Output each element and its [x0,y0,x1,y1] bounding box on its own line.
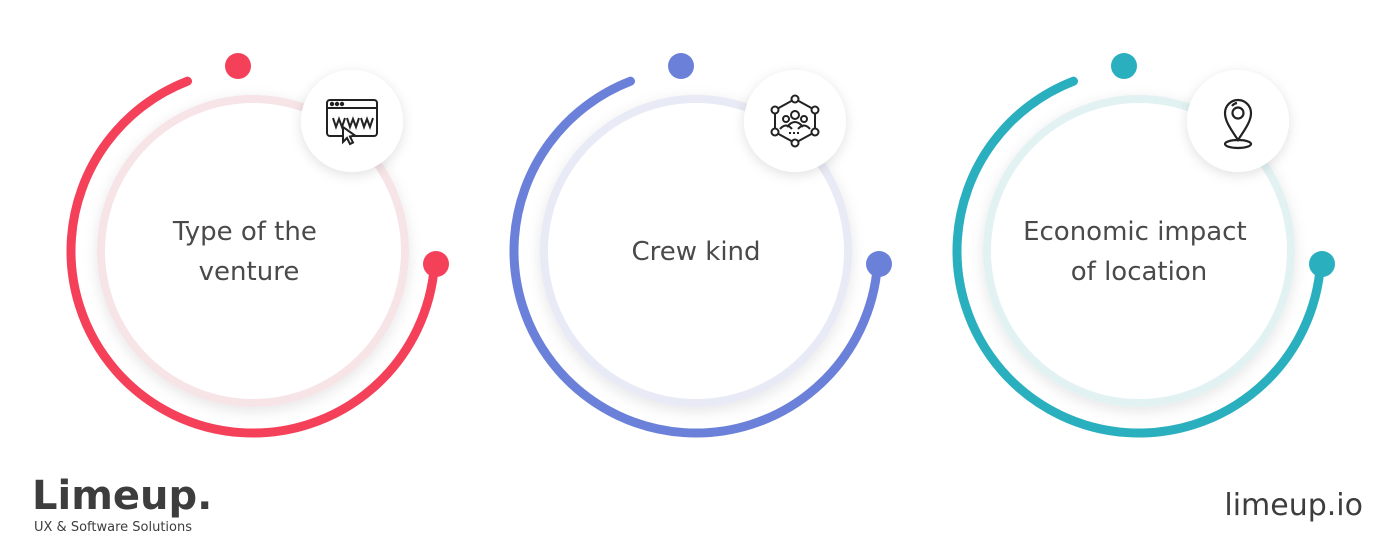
logo-wordmark: Limeup. [32,473,212,519]
end-dot-venture-type [423,251,449,277]
location-pin-icon-badge [1187,70,1289,172]
brand-logo: Limeup. UX & Software Solutions [32,473,212,535]
card-label-economic-impact: Economic impact of location [1023,217,1255,287]
inner-ring-crew-kind [540,95,852,407]
location-pin-icon [1223,98,1253,150]
www-browser-icon-badge [301,70,403,172]
end-dot-crew-kind [866,251,892,277]
team-network-icon [770,94,820,148]
team-network-icon-badge [744,70,846,172]
www-browser-icon [326,99,378,146]
start-dot-crew-kind [668,53,694,79]
inner-ring-economic-impact [983,95,1295,407]
factor-card-crew-kind: Crew kind [509,53,892,438]
start-dot-venture-type [225,53,251,79]
start-dot-economic-impact [1111,53,1137,79]
factor-card-economic-impact: Economic impact of location [952,53,1335,438]
factor-card-venture-type: Type of the venture [66,53,449,438]
card-label-venture-type: Type of the venture [172,217,325,287]
inner-ring-venture-type [97,95,409,407]
logo-tagline: UX & Software Solutions [34,520,192,535]
site-url: limeup.io [1224,488,1363,523]
end-dot-economic-impact [1309,251,1335,277]
card-label-crew-kind: Crew kind [631,237,760,267]
